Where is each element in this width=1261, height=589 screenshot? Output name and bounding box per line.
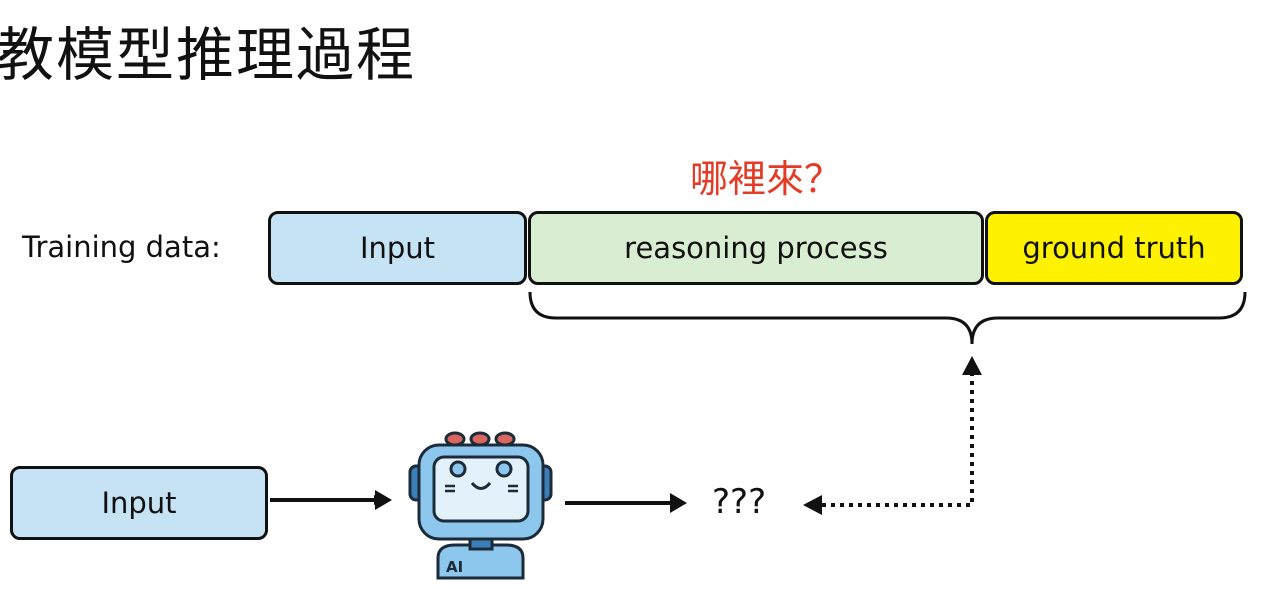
unknown-output-label: ???	[712, 482, 767, 522]
ground-truth-box: ground truth	[985, 211, 1243, 285]
ai-badge: AI	[446, 558, 463, 576]
dotted-feedback-arrow	[820, 372, 974, 507]
reasoning-process-box: reasoning process	[528, 211, 984, 285]
pipeline-input-box: Input	[10, 466, 268, 540]
arrow-input-head	[375, 490, 392, 510]
robot-ai-icon: AI	[408, 431, 553, 580]
question-label: 哪裡來？	[690, 157, 843, 201]
slide-title: 教模型推理過程	[0, 21, 417, 89]
dotted-arrow-left-head	[803, 495, 822, 515]
training-input-box: Input	[268, 211, 527, 285]
curly-brace	[528, 291, 1247, 345]
arrow-output-head	[670, 493, 687, 513]
dotted-arrow-up-head	[962, 356, 982, 375]
training-data-label: Training data:	[22, 230, 221, 264]
